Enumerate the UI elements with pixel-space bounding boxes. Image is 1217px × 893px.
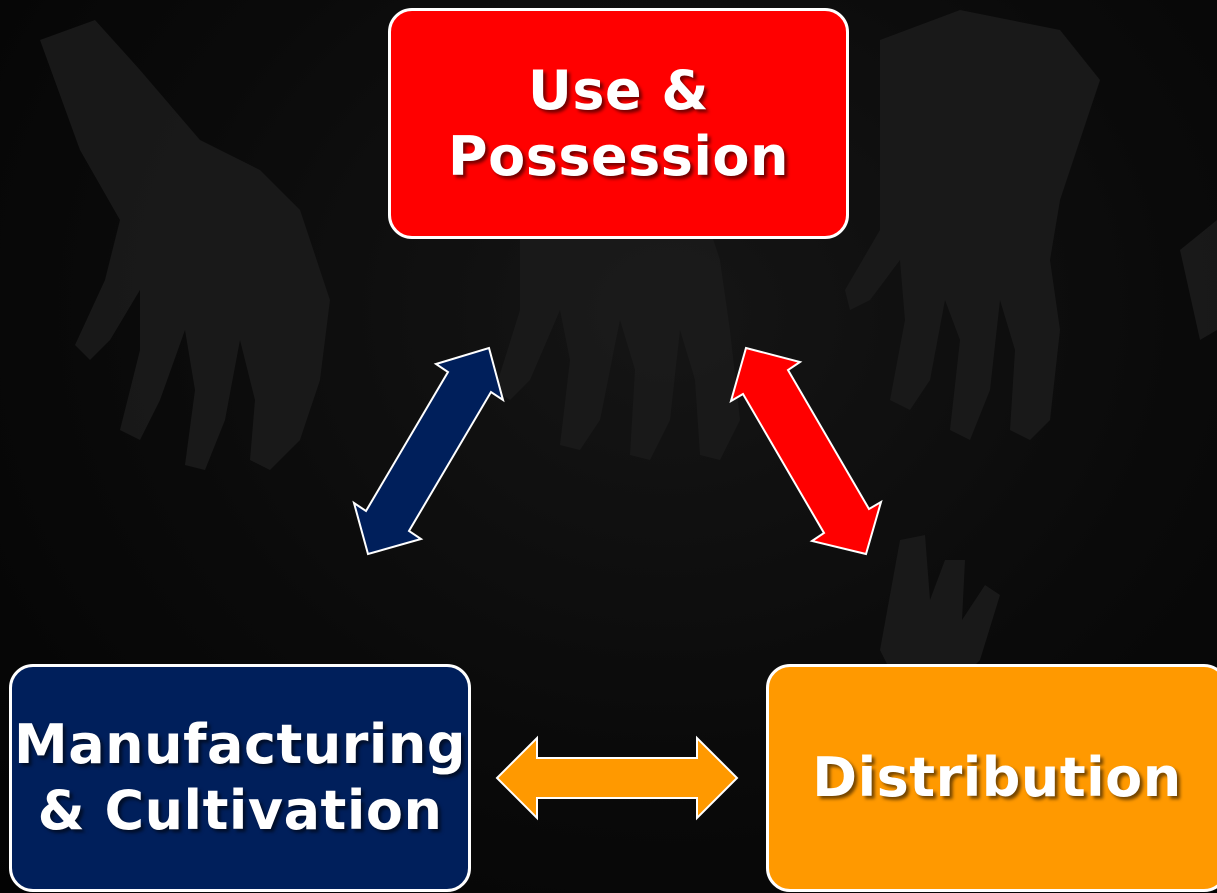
node-use-possession-line1: Use & (527, 58, 709, 122)
node-use-possession: Use & Possession (388, 8, 849, 239)
arrow-manufacturing-use (352, 346, 505, 556)
node-manufacturing-line2: & Cultivation (37, 779, 443, 842)
arrow-manufacturing-distribution (495, 735, 739, 821)
node-distribution-label: Distribution (812, 746, 1182, 810)
background-hand-small (880, 535, 1000, 700)
node-distribution: Distribution (766, 664, 1217, 892)
background-hand-edge (1180, 220, 1217, 340)
background-hand-left (40, 20, 330, 470)
arrow-use-distribution (729, 346, 883, 556)
background-hand-right (845, 10, 1100, 440)
node-manufacturing-line1: Manufacturing (14, 713, 466, 777)
node-manufacturing-cultivation: Manufacturing & Cultivation (9, 664, 471, 892)
node-use-possession-line2: Possession (448, 124, 789, 188)
